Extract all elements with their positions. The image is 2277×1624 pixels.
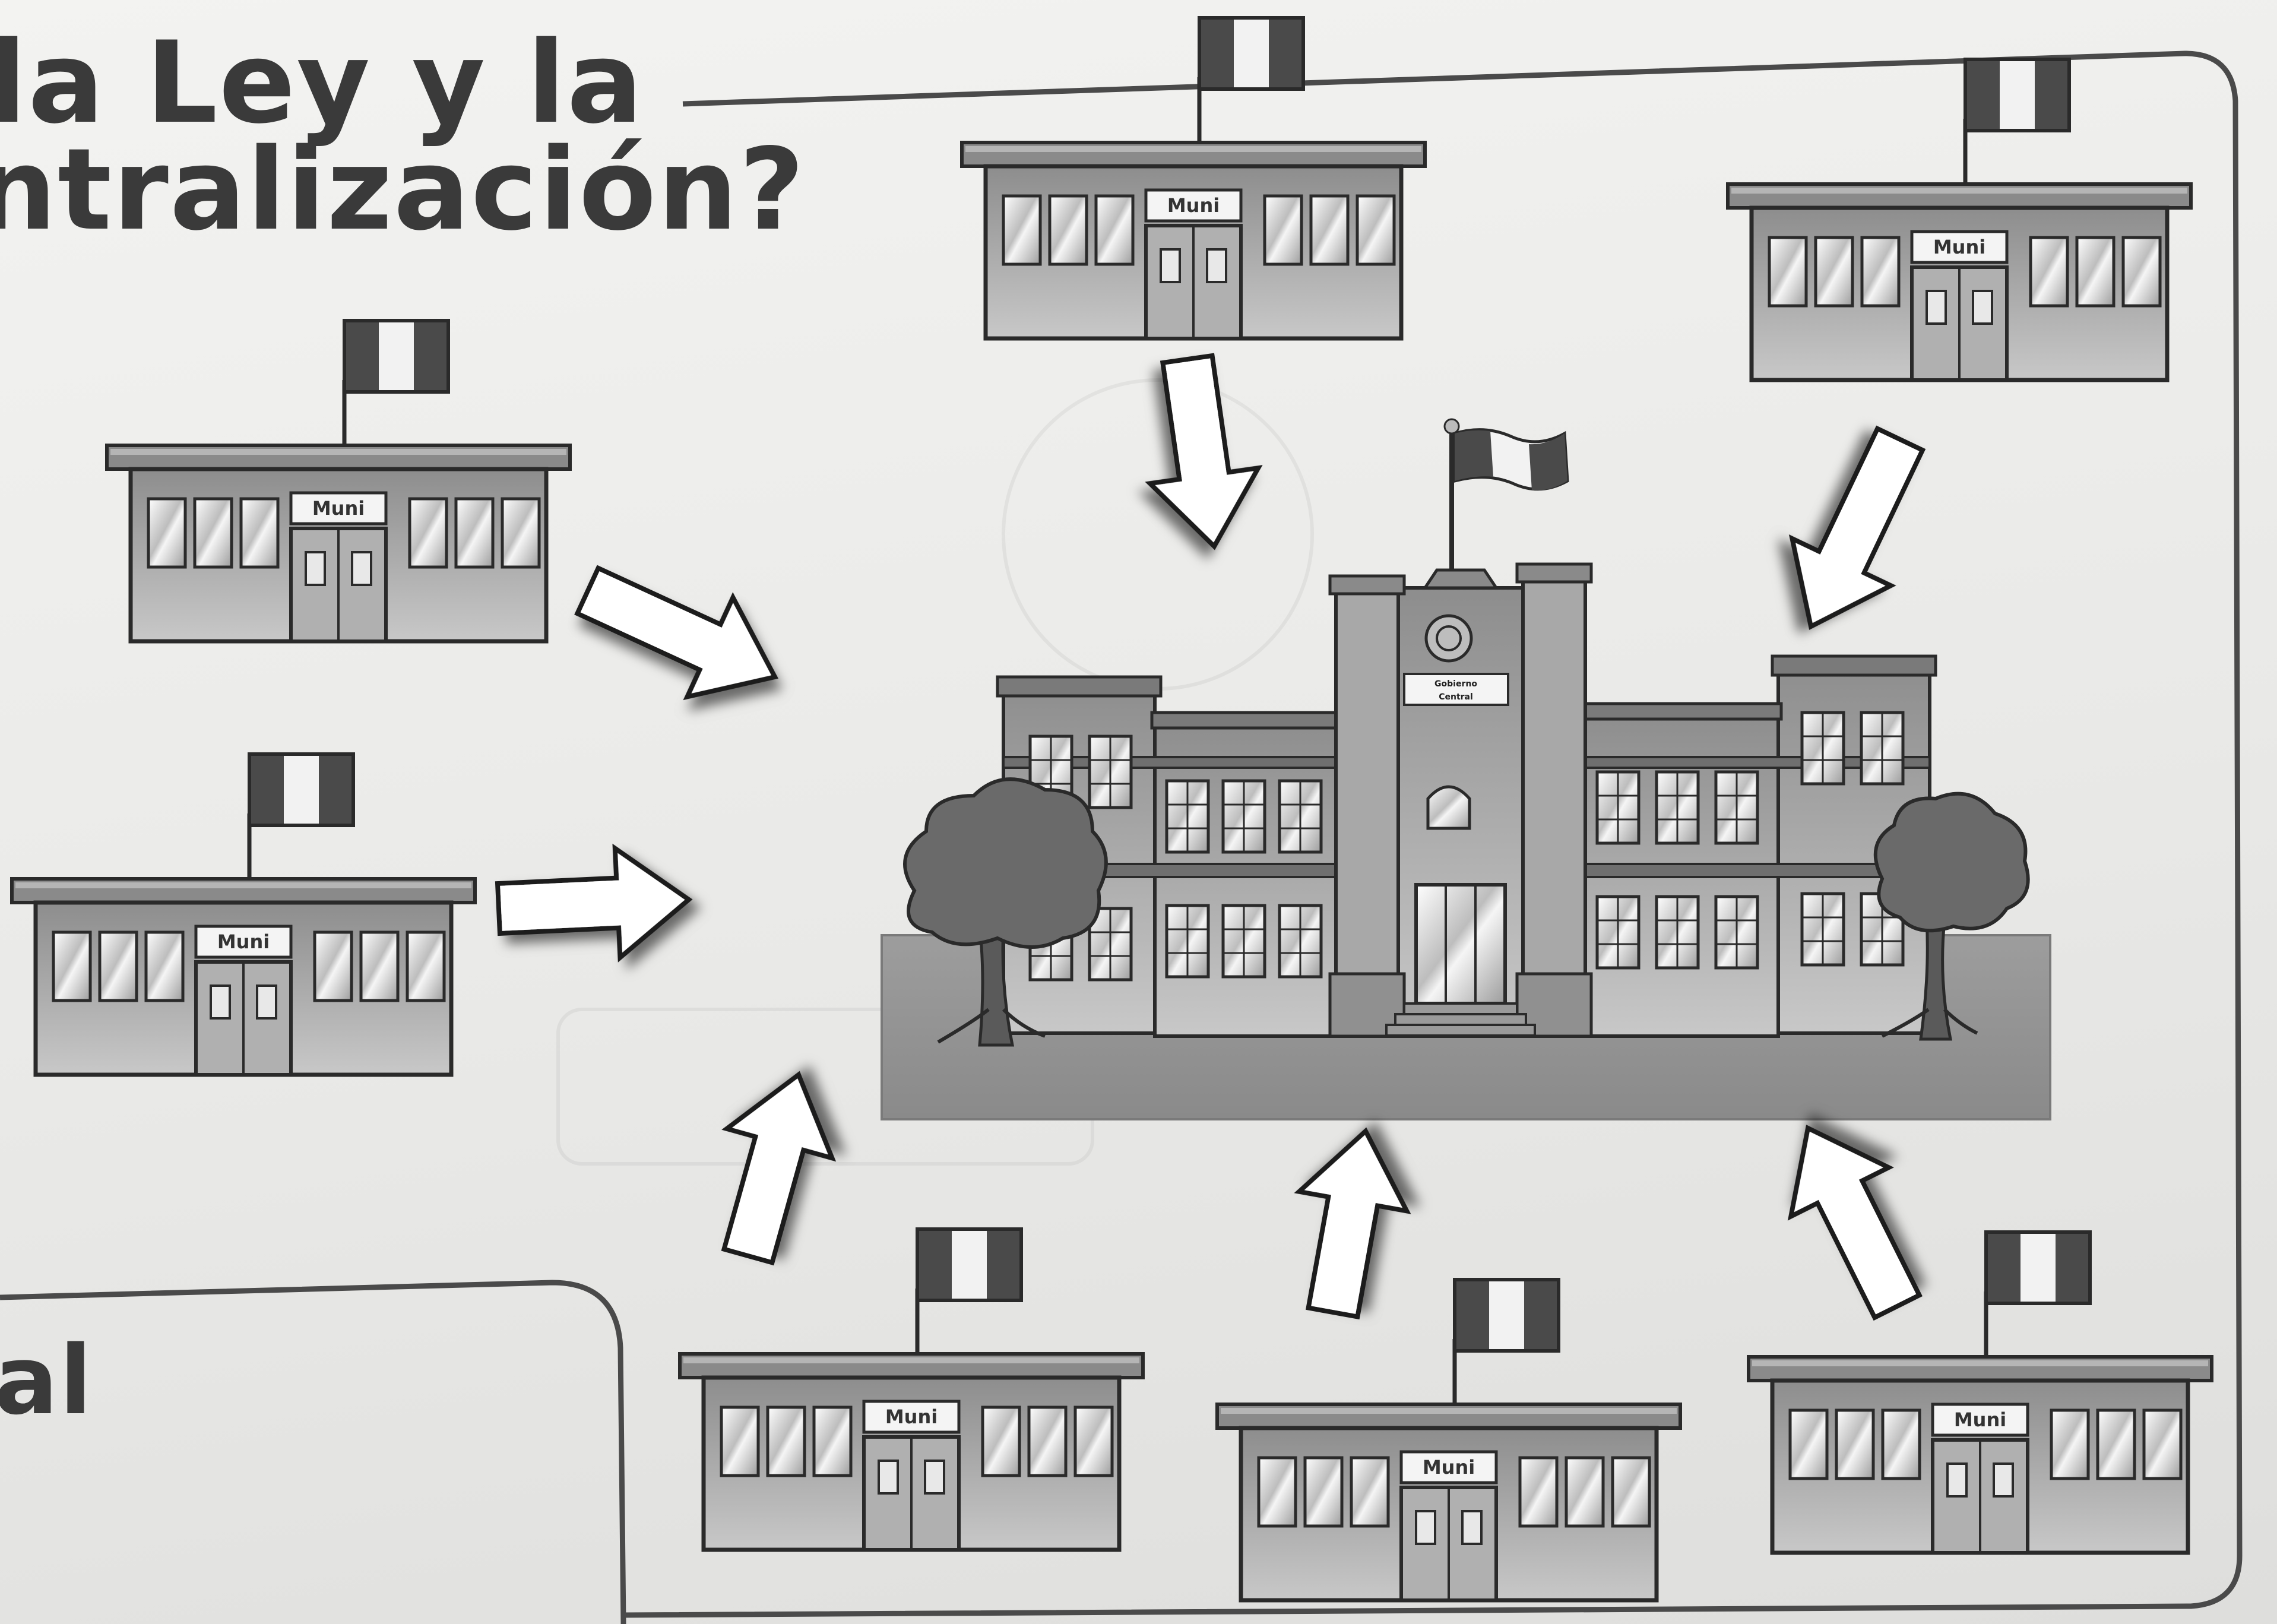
peru-flag-icon bbox=[916, 1227, 1023, 1302]
government-window bbox=[1278, 904, 1323, 979]
municipality-building-top-center: Muni bbox=[960, 16, 1427, 341]
muni-sign-label: Muni bbox=[1954, 1408, 2006, 1431]
emblem-icon bbox=[1424, 614, 1473, 663]
peru-flag-icon bbox=[1453, 1278, 1560, 1353]
peru-flag-icon bbox=[1984, 1230, 2092, 1305]
government-window bbox=[1221, 904, 1266, 979]
government-window bbox=[1714, 770, 1759, 845]
peru-flag-icon bbox=[1198, 16, 1305, 91]
government-window bbox=[1655, 895, 1700, 970]
arrow-bottom-left-icon bbox=[721, 1071, 837, 1266]
peru-flag-icon bbox=[343, 319, 450, 394]
municipality-building-left-upper: Muni bbox=[105, 319, 572, 644]
central-government-label-line1: Gobierno bbox=[1434, 679, 1477, 689]
muni-sign-label: Muni bbox=[1423, 1456, 1475, 1479]
government-window bbox=[1714, 895, 1759, 970]
muni-sign-label: Muni bbox=[885, 1405, 938, 1428]
government-window bbox=[1595, 770, 1641, 845]
government-window bbox=[1088, 735, 1133, 809]
muni-sign-label: Muni bbox=[217, 930, 270, 953]
government-window bbox=[1860, 711, 1905, 786]
muni-sign-label: Muni bbox=[1167, 194, 1220, 217]
municipality-building-bottom-right: Muni bbox=[1747, 1230, 2213, 1555]
municipality-building-bottom-center: Muni bbox=[1215, 1278, 1682, 1603]
arrow-bottom-center-icon bbox=[1294, 1127, 1411, 1320]
government-window bbox=[1221, 779, 1266, 854]
government-window bbox=[1800, 892, 1845, 967]
government-window bbox=[1165, 779, 1210, 854]
government-window bbox=[1278, 779, 1323, 854]
muni-sign-label: Muni bbox=[312, 497, 365, 520]
arrow-left-upper-icon bbox=[574, 565, 778, 701]
tree-right-icon bbox=[1873, 792, 2030, 1041]
municipality-building-bottom-left: Muni bbox=[678, 1227, 1145, 1552]
government-window bbox=[1655, 770, 1700, 845]
government-window bbox=[1165, 904, 1210, 979]
peru-flag-icon bbox=[1964, 58, 2071, 132]
municipality-building-top-right: Muni bbox=[1726, 58, 2193, 382]
tree-left-icon bbox=[903, 777, 1108, 1047]
frame-right-border bbox=[623, 50, 2243, 1618]
municipality-building-left-lower: Muni bbox=[10, 752, 477, 1077]
heading-line-1: la Ley y la bbox=[0, 17, 644, 148]
muni-sign-label: Muni bbox=[1933, 236, 1985, 258]
lower-box-heading: al bbox=[0, 1325, 93, 1436]
arrows-layer bbox=[495, 353, 1926, 1321]
government-window bbox=[1595, 895, 1641, 970]
frame-lower-left-box bbox=[0, 1280, 626, 1624]
arrow-bottom-right-icon bbox=[1787, 1125, 1923, 1321]
arrow-top-center-icon bbox=[1145, 353, 1263, 550]
central-government-label bbox=[1403, 673, 1509, 706]
heading-line-2: ntralización? bbox=[0, 124, 806, 255]
government-window bbox=[1800, 711, 1845, 786]
central-government-label-line2: Central bbox=[1439, 692, 1473, 702]
arrow-left-lower-icon bbox=[495, 843, 693, 963]
peru-flag-icon bbox=[248, 752, 355, 827]
arrow-top-right-icon bbox=[1788, 425, 1926, 630]
